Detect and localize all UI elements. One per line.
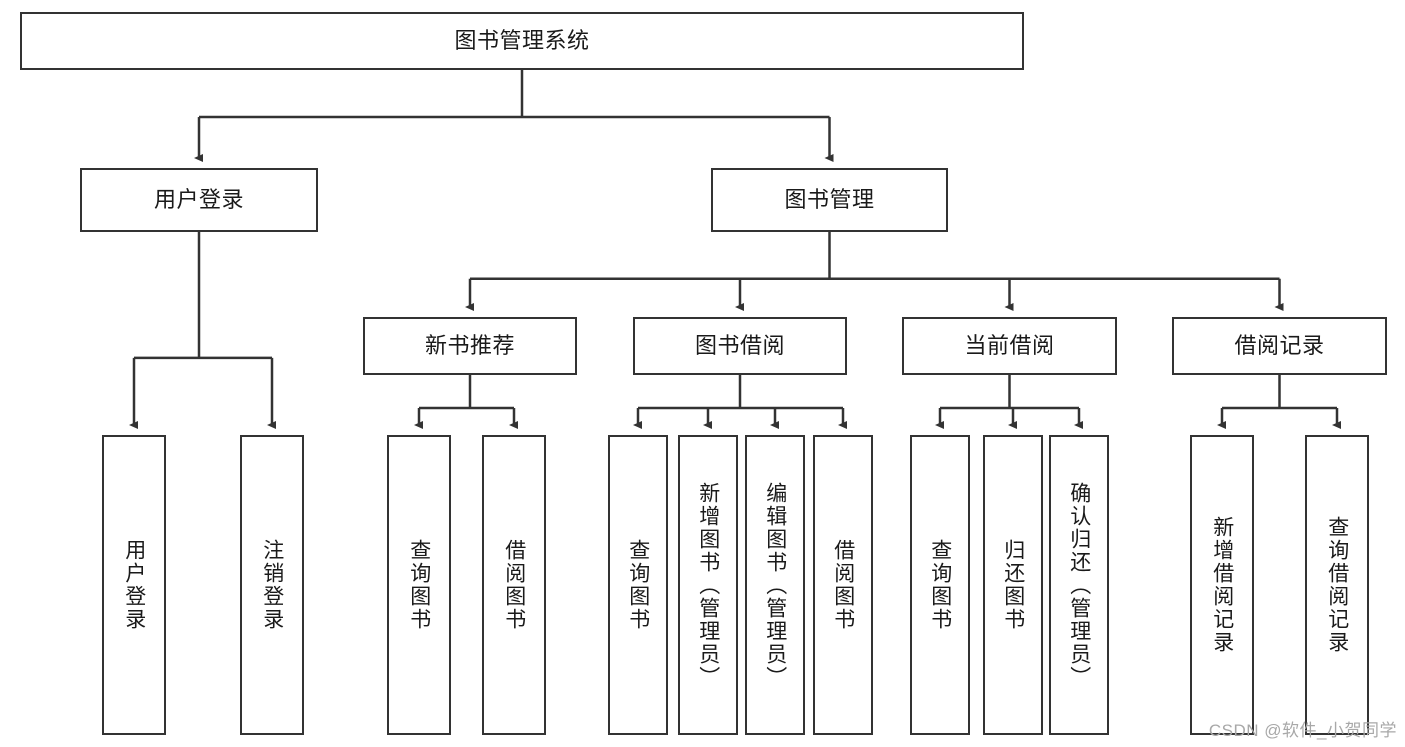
node-label: 新增借阅记录 [1210,516,1234,654]
node-current-borrow[interactable]: 当前借阅 [902,317,1117,375]
node-label: 用户登录 [153,187,244,213]
node-leaf-rec-borrow[interactable]: 借阅图书 [482,435,546,735]
node-leaf-user-login[interactable]: 用户登录 [102,435,166,735]
node-label: 注销登录 [260,539,284,631]
watermark-text: CSDN @软件_小贺同学 [1208,721,1397,740]
node-leaf-bb-edit[interactable]: 编辑图书（管理员） [745,435,805,735]
node-book-borrow[interactable]: 图书借阅 [633,317,847,375]
node-label: 查询图书 [928,539,952,631]
node-label: 查询图书 [407,539,431,631]
node-leaf-cb-query[interactable]: 查询图书 [910,435,970,735]
node-leaf-rec-query[interactable]: 查询图书 [387,435,451,735]
node-leaf-bb-add[interactable]: 新增图书（管理员） [678,435,738,735]
node-label: 图书借阅 [694,333,785,359]
node-label: 查询图书 [626,539,650,631]
node-label: 新书推荐 [424,333,515,359]
node-book-mgmt[interactable]: 图书管理 [711,168,948,232]
node-leaf-br-add[interactable]: 新增借阅记录 [1190,435,1254,735]
node-label: 借阅图书 [502,539,526,631]
node-label: 查询借阅记录 [1325,516,1349,654]
node-label: 归还图书 [1001,539,1025,631]
node-label: 图书管理系统 [454,28,590,54]
node-label: 新增图书（管理员） [696,481,720,689]
node-leaf-br-query[interactable]: 查询借阅记录 [1305,435,1369,735]
node-leaf-bb-borrow[interactable]: 借阅图书 [813,435,873,735]
node-label: 借阅图书 [831,539,855,631]
node-label: 图书管理 [784,187,875,213]
node-root[interactable]: 图书管理系统 [20,12,1024,70]
node-leaf-cb-confirm[interactable]: 确认归还（管理员） [1049,435,1109,735]
node-borrow-record[interactable]: 借阅记录 [1172,317,1387,375]
node-label: 用户登录 [122,539,146,631]
node-user-login[interactable]: 用户登录 [80,168,318,232]
node-new-book-rec[interactable]: 新书推荐 [363,317,577,375]
node-label: 编辑图书（管理员） [763,481,787,689]
node-label: 当前借阅 [964,333,1055,359]
node-leaf-cb-return[interactable]: 归还图书 [983,435,1043,735]
node-label: 借阅记录 [1234,333,1325,359]
node-leaf-user-logout[interactable]: 注销登录 [240,435,304,735]
node-label: 确认归还（管理员） [1067,481,1091,689]
node-leaf-bb-query[interactable]: 查询图书 [608,435,668,735]
